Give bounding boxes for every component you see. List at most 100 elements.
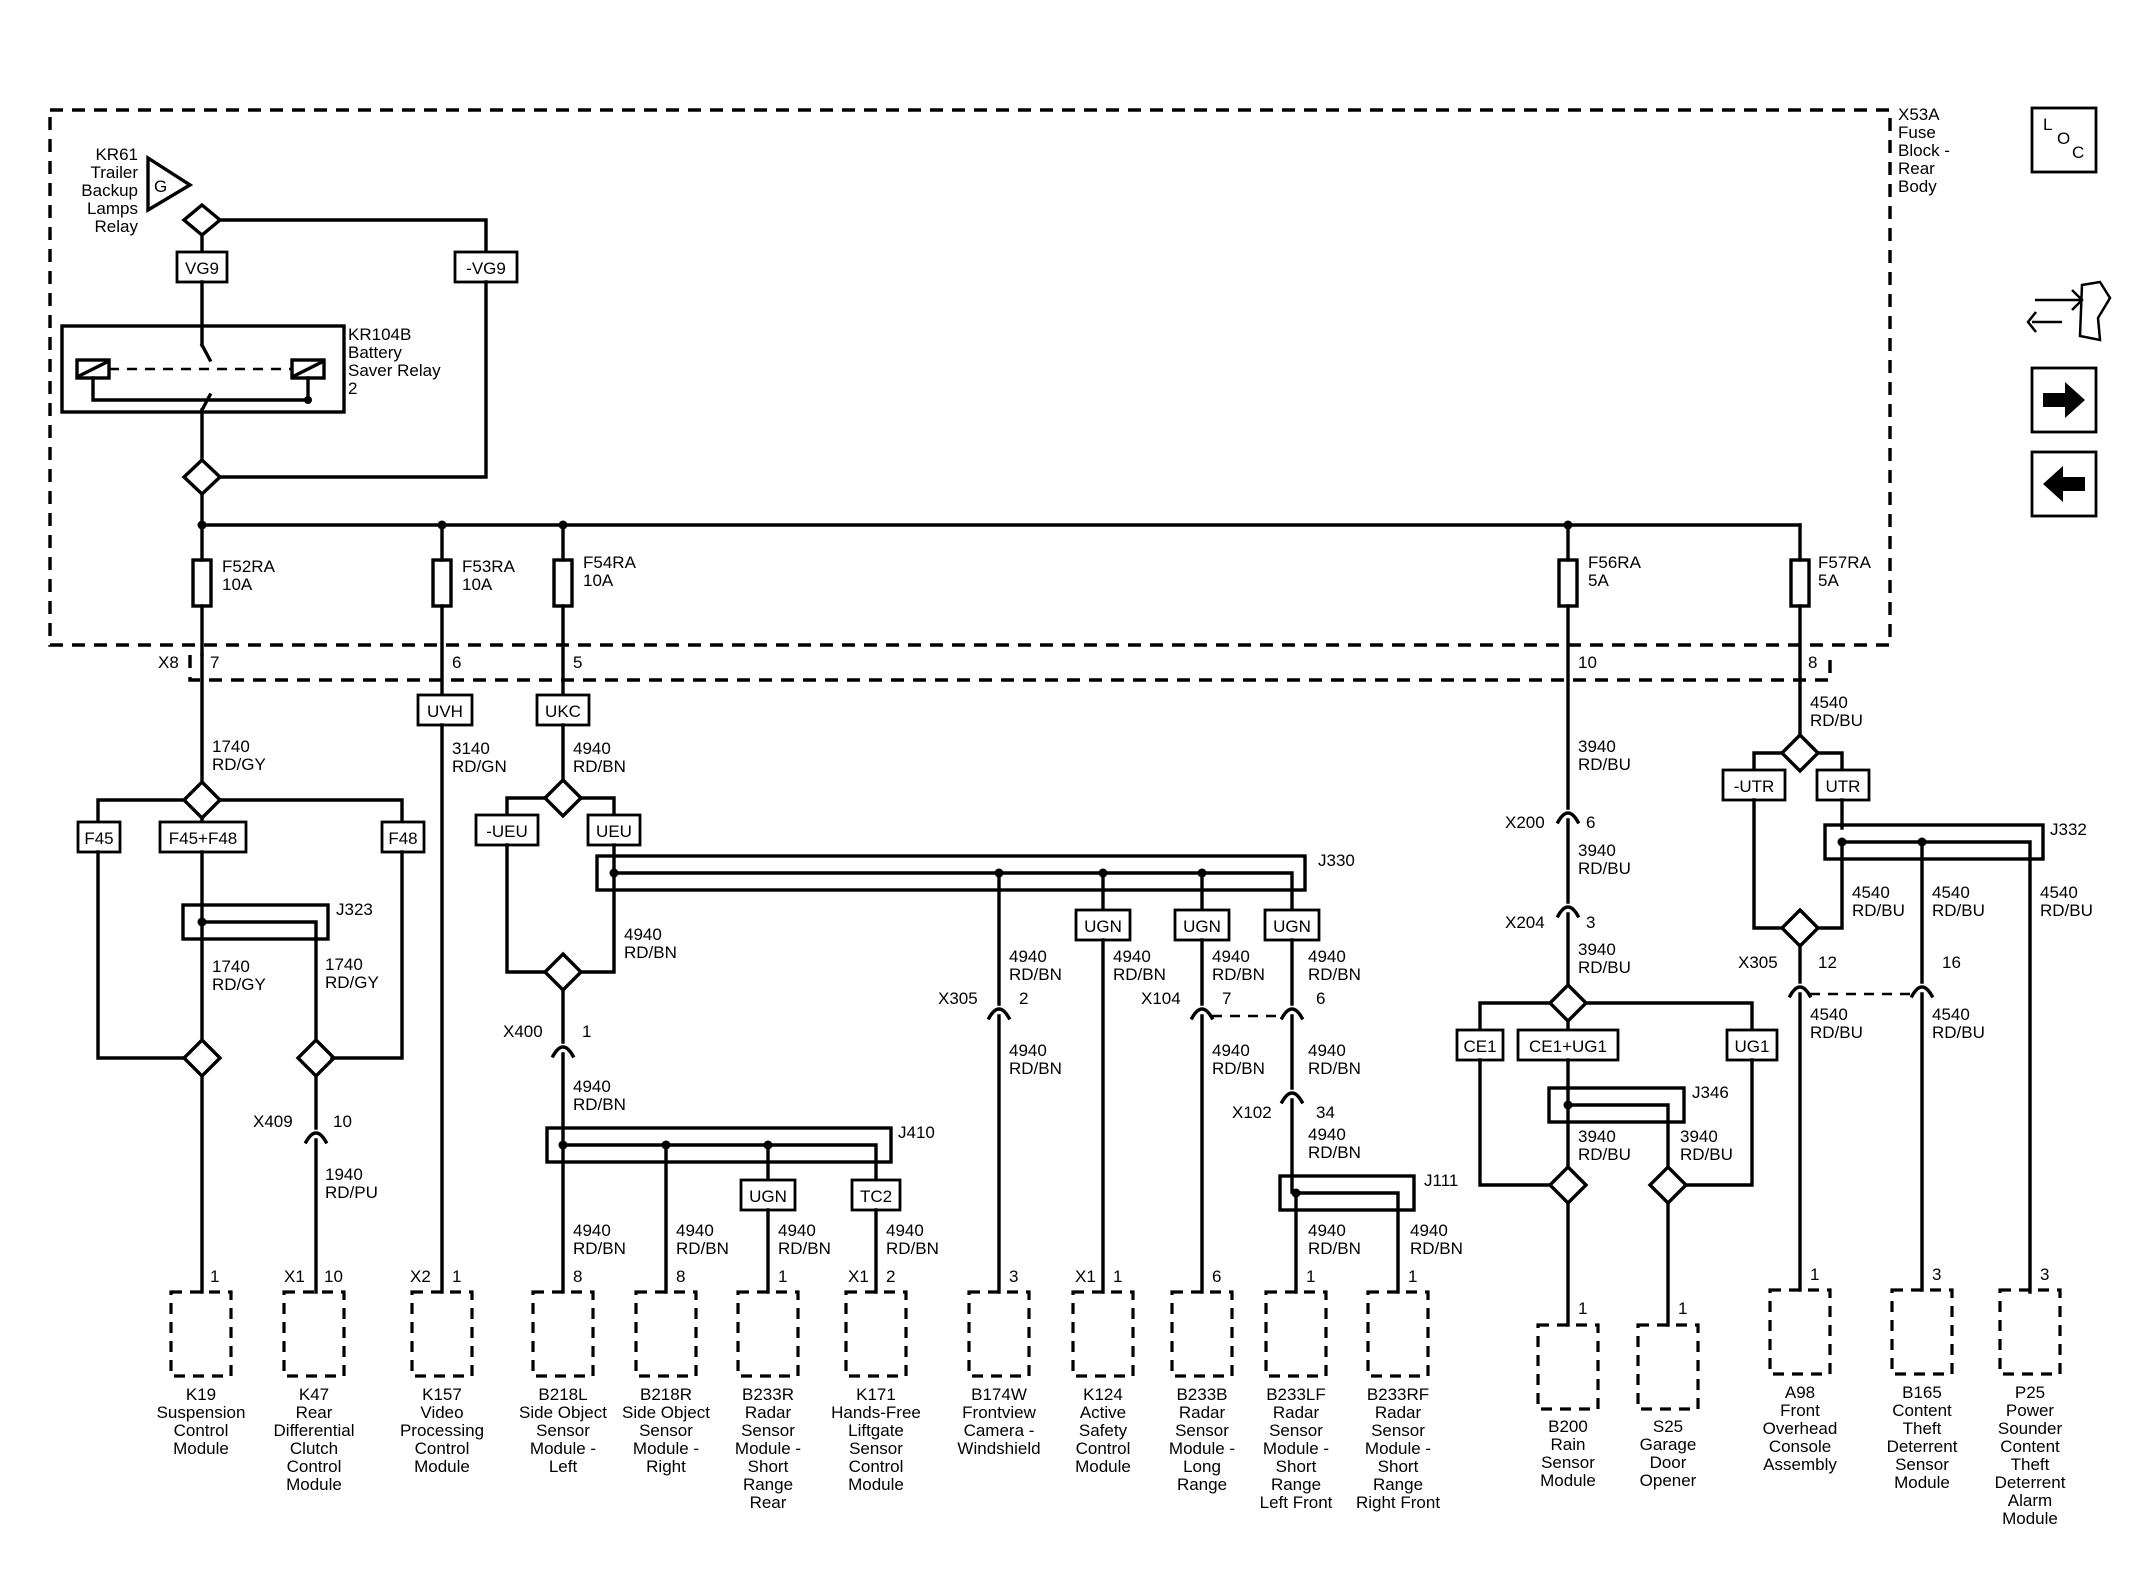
arrow-right-icon xyxy=(2043,382,2085,418)
svg-text:-UTR: -UTR xyxy=(1734,777,1775,796)
component-s25 xyxy=(1636,1323,1700,1411)
svg-text:Garage: Garage xyxy=(1640,1435,1697,1454)
inline-x409: X409 10 xyxy=(253,1112,352,1294)
svg-text:B218R: B218R xyxy=(640,1385,692,1404)
svg-text:34: 34 xyxy=(1316,1103,1335,1122)
loc-button[interactable]: L O C xyxy=(2030,106,2098,174)
svg-text:8: 8 xyxy=(676,1267,685,1286)
svg-text:K157: K157 xyxy=(422,1385,462,1404)
svg-text:RD/BN: RD/BN xyxy=(624,943,677,962)
svg-text:16: 16 xyxy=(1942,953,1961,972)
svg-text:J332: J332 xyxy=(2050,820,2087,839)
svg-text:3: 3 xyxy=(1009,1267,1018,1286)
svg-text:F56RA: F56RA xyxy=(1588,553,1642,572)
svg-text:G: G xyxy=(154,177,167,196)
svg-text:4540: 4540 xyxy=(1810,693,1848,712)
connector-x8-pins: X8 7 6 5 10 8 xyxy=(158,653,1817,672)
svg-text:Camera -: Camera - xyxy=(964,1421,1035,1440)
svg-text:Fuse: Fuse xyxy=(1898,123,1936,142)
svg-text:Short: Short xyxy=(1276,1457,1317,1476)
splice-j111: J111 xyxy=(1278,1171,1458,1212)
svg-text:3940: 3940 xyxy=(1578,737,1616,756)
svg-text:Content: Content xyxy=(1892,1401,1952,1420)
svg-text:1740: 1740 xyxy=(212,737,250,756)
svg-text:4540: 4540 xyxy=(1932,1005,1970,1024)
svg-text:RD/BN: RD/BN xyxy=(1410,1239,1463,1258)
svg-text:-UEU: -UEU xyxy=(486,822,528,841)
component-b218r xyxy=(634,1290,698,1378)
svg-text:3940: 3940 xyxy=(1578,1127,1616,1146)
label-k171: K171Hands-FreeLiftgateSensorControlModul… xyxy=(831,1385,921,1494)
svg-text:2: 2 xyxy=(886,1267,895,1286)
svg-text:X2: X2 xyxy=(410,1267,431,1286)
fuse-f57ra: F57RA 5A xyxy=(1789,553,1872,737)
svg-text:3940: 3940 xyxy=(1680,1127,1718,1146)
svg-text:B233R: B233R xyxy=(742,1385,794,1404)
svg-text:1: 1 xyxy=(210,1267,219,1286)
svg-text:4940: 4940 xyxy=(1212,1041,1250,1060)
inline-x400: X400 1 xyxy=(503,1022,591,1059)
component-k47 xyxy=(282,1290,346,1378)
svg-text:Sensor: Sensor xyxy=(1895,1455,1949,1474)
component-p25 xyxy=(1998,1288,2062,1376)
svg-text:UG1: UG1 xyxy=(1735,1037,1770,1056)
svg-text:Power: Power xyxy=(2006,1401,2055,1420)
svg-text:12: 12 xyxy=(1818,953,1837,972)
svg-text:RD/BU: RD/BU xyxy=(1680,1145,1733,1164)
svg-text:Control: Control xyxy=(287,1457,342,1476)
prev-page-button[interactable] xyxy=(2030,450,2098,518)
svg-text:Range: Range xyxy=(743,1475,793,1494)
fuse-block-label: X53A Fuse Block - Rear Body xyxy=(1898,105,1950,196)
svg-text:K47: K47 xyxy=(299,1385,329,1404)
svg-text:2: 2 xyxy=(348,379,357,398)
splice-j330: J330 xyxy=(595,851,1355,892)
svg-text:RD/BU: RD/BU xyxy=(1852,901,1905,920)
svg-text:4540: 4540 xyxy=(1810,1005,1848,1024)
component-pins: 1 X1 10 X2 1 8 8 1 X1 2 3 X1 1 6 1 1 1 1… xyxy=(210,1265,2049,1318)
fuse-f54ra: F54RA 10A xyxy=(552,523,637,697)
option-f45-f48 xyxy=(158,820,248,854)
svg-text:Sensor: Sensor xyxy=(741,1421,795,1440)
svg-text:7: 7 xyxy=(210,653,219,672)
svg-text:1: 1 xyxy=(1678,1299,1687,1318)
svg-text:4940: 4940 xyxy=(1308,1125,1346,1144)
svg-text:X305: X305 xyxy=(938,989,978,1008)
next-page-button[interactable] xyxy=(2030,366,2098,434)
svg-text:X102: X102 xyxy=(1232,1103,1272,1122)
svg-text:RD/BU: RD/BU xyxy=(1932,901,1985,920)
svg-text:Hands-Free: Hands-Free xyxy=(831,1403,921,1422)
svg-text:Left Front: Left Front xyxy=(1260,1493,1333,1512)
svg-text:Sensor: Sensor xyxy=(1175,1421,1229,1440)
inline-x102: X102 34 xyxy=(1232,1091,1335,1122)
svg-text:Active: Active xyxy=(1080,1403,1126,1422)
option-utr xyxy=(1815,768,1871,802)
svg-text:RD/BU: RD/BU xyxy=(2040,901,2093,920)
svg-text:S25: S25 xyxy=(1653,1417,1683,1436)
svg-text:Relay: Relay xyxy=(95,217,139,236)
svg-text:K171: K171 xyxy=(856,1385,896,1404)
option-ugn-k124 xyxy=(1074,908,1132,942)
svg-text:4940: 4940 xyxy=(573,739,611,758)
svg-text:Sensor: Sensor xyxy=(849,1439,903,1458)
svg-text:Range: Range xyxy=(1373,1475,1423,1494)
option-uvh xyxy=(416,693,474,727)
svg-text:X200: X200 xyxy=(1505,813,1545,832)
svg-text:Range: Range xyxy=(1271,1475,1321,1494)
svg-text:Liftgate: Liftgate xyxy=(848,1421,904,1440)
wrench-connector-icon[interactable] xyxy=(2026,280,2112,342)
svg-text:Module -: Module - xyxy=(1263,1439,1329,1458)
svg-text:X1: X1 xyxy=(848,1267,869,1286)
svg-text:X8: X8 xyxy=(158,653,179,672)
svg-text:Module: Module xyxy=(848,1475,904,1494)
svg-text:Door: Door xyxy=(1650,1453,1687,1472)
relay-kr104b: KR104B Battery Saver Relay 2 xyxy=(60,280,441,462)
svg-text:1: 1 xyxy=(1578,1299,1587,1318)
